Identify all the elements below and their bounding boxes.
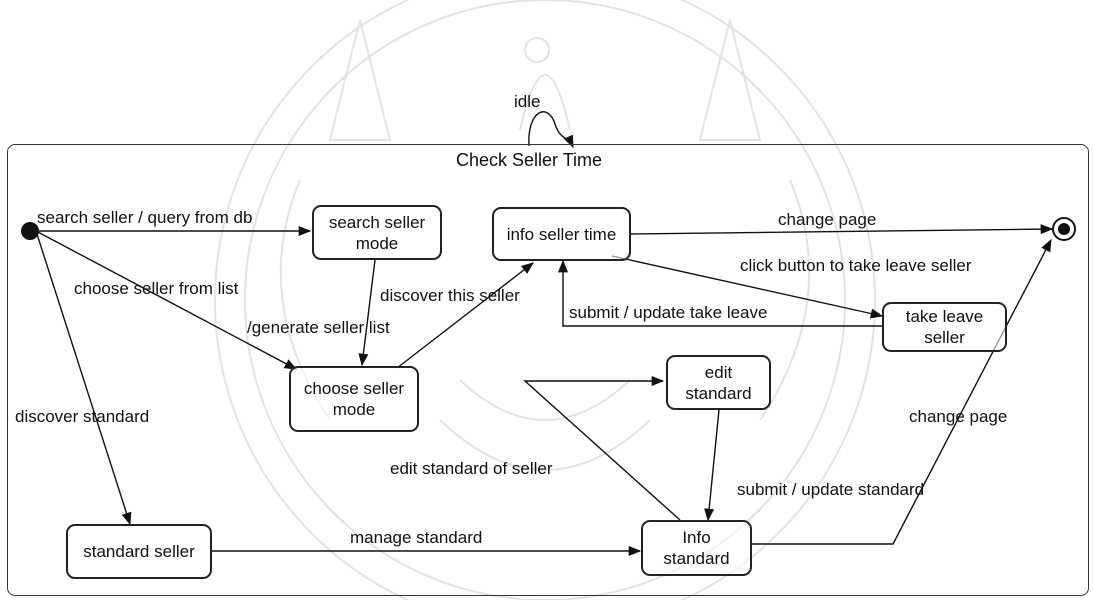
label-click-button: click button to take leave seller bbox=[740, 256, 972, 275]
state-take-leave-seller: take leave seller bbox=[882, 302, 1007, 352]
composite-state-title: Check Seller Time bbox=[456, 150, 603, 170]
discover-standard-arrow bbox=[35, 230, 132, 526]
state-info-standard: Info standard bbox=[641, 520, 752, 576]
state-edit-standard: edit standard bbox=[666, 355, 771, 410]
label-submit-update-standard: submit / update standard bbox=[737, 480, 925, 499]
label-search-seller: search seller / query from db bbox=[37, 208, 253, 227]
label-edit-standard-of-seller: edit standard of seller bbox=[390, 459, 553, 478]
label-submit-take-leave: submit / update take leave bbox=[569, 303, 768, 322]
initial-state bbox=[21, 222, 39, 240]
generate-list-arrow bbox=[358, 259, 376, 367]
label-generate-seller-list: /generate seller list bbox=[247, 318, 390, 337]
state-choose-seller-mode: choose seller mode bbox=[289, 366, 419, 432]
final-state-inner bbox=[1058, 223, 1070, 235]
state-standard-seller: standard seller bbox=[66, 524, 212, 579]
state-search-seller-mode: search seller mode bbox=[312, 205, 442, 260]
edit-standard-of-seller-arrow bbox=[523, 375, 681, 521]
idle-loop-arrow bbox=[528, 111, 574, 149]
label-choose-seller-from-list: choose seller from list bbox=[74, 279, 239, 298]
submit-take-leave-arrow bbox=[557, 259, 883, 327]
label-change-page-top: change page bbox=[778, 210, 877, 229]
label-discover-standard: discover standard bbox=[15, 407, 150, 426]
discover-this-seller-arrow bbox=[396, 262, 534, 369]
label-idle: idle bbox=[514, 92, 541, 111]
composite-state-check-seller-time bbox=[7, 144, 1089, 596]
label-manage-standard: manage standard bbox=[350, 528, 483, 547]
edit-to-info-arrow bbox=[704, 409, 720, 522]
state-info-seller-time: info seller time bbox=[492, 207, 631, 261]
choose-seller-arrow bbox=[35, 230, 298, 370]
click-button-arrow bbox=[611, 255, 884, 319]
label-discover-this-seller: discover this seller bbox=[380, 286, 520, 305]
change-page-top-arrow bbox=[629, 224, 1054, 235]
label-change-page-right: change page bbox=[909, 407, 1008, 426]
